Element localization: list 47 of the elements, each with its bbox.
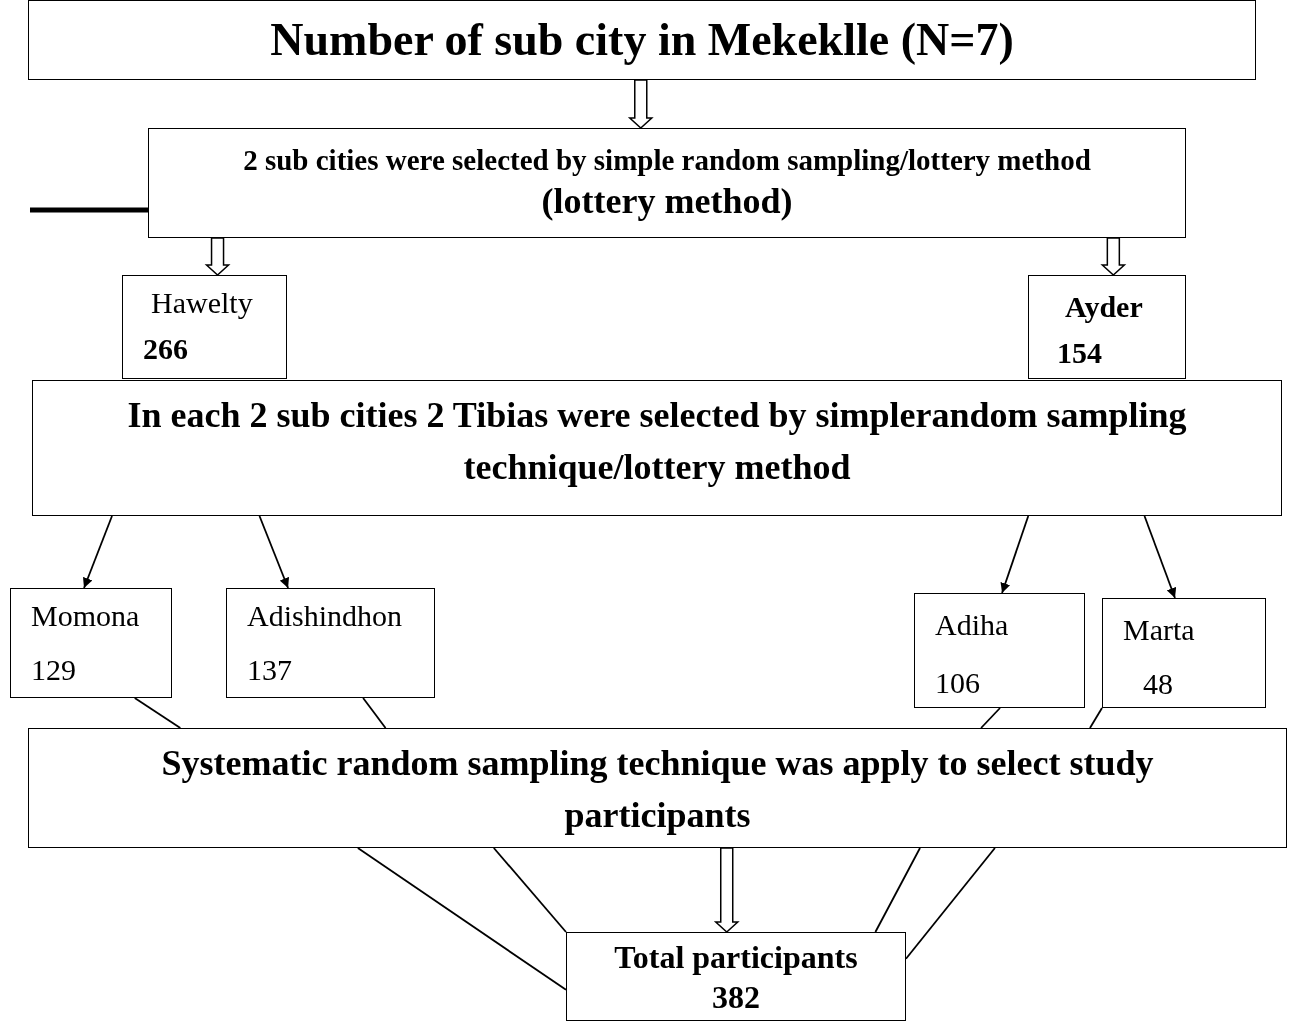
- process-box: [28, 0, 1256, 80]
- process-box: [28, 728, 1287, 848]
- connector-line: [980, 707, 1001, 729]
- arrow: [1000, 515, 1030, 594]
- box-text: 48: [1142, 669, 1173, 699]
- connector-line: [362, 697, 387, 729]
- process-box: [148, 128, 1186, 238]
- process-box: [122, 275, 287, 379]
- hollow-arrow: [204, 237, 231, 276]
- process-box: [914, 593, 1085, 708]
- box-text: 266: [143, 334, 188, 364]
- arrow: [1143, 515, 1177, 599]
- arrow: [258, 515, 290, 589]
- connector-line: [492, 847, 567, 933]
- box-text: Hawelty: [150, 288, 253, 318]
- box-text: 129: [31, 655, 76, 685]
- box-text: 154: [1057, 338, 1102, 368]
- box-text: 106: [935, 668, 980, 698]
- process-box: [226, 588, 435, 698]
- hollow-arrow: [627, 79, 654, 129]
- process-box: [32, 380, 1282, 516]
- box-text: (lottery method): [541, 179, 793, 223]
- process-box: [1102, 598, 1266, 708]
- box-text: 2 sub cities were selected by simple random sampling/lottery method: [243, 143, 1091, 179]
- box-text: Ayder: [1064, 292, 1143, 322]
- box-text: Momona: [31, 601, 140, 631]
- box-text: Adishindhon: [247, 601, 402, 631]
- hollow-arrow: [1100, 237, 1127, 276]
- box-text: Marta: [1123, 615, 1195, 645]
- box-text: Number of sub city in Mekeklle (N=7): [270, 13, 1014, 68]
- connector-line: [356, 847, 567, 991]
- box-text: Total participants: [614, 938, 858, 977]
- hollow-arrow: [713, 847, 740, 933]
- connector-line: [905, 847, 996, 960]
- box-text: Systematic random sampling technique was apply to select study participants: [160, 742, 1155, 838]
- box-text: 382: [712, 978, 760, 1017]
- box-text: Adiha: [935, 610, 1009, 640]
- process-box: [1028, 275, 1186, 379]
- connector-line: [874, 847, 921, 933]
- connector-line: [133, 697, 182, 729]
- arrow: [83, 515, 113, 589]
- connector-line: [1089, 707, 1103, 729]
- process-box: [10, 588, 172, 698]
- process-box: [566, 932, 906, 1021]
- box-text: 137: [247, 655, 292, 685]
- box-text: In each 2 sub cities 2 Tibias were selected by simplerandom sampling technique/lottery method: [126, 394, 1188, 490]
- connector-line: [30, 207, 148, 213]
